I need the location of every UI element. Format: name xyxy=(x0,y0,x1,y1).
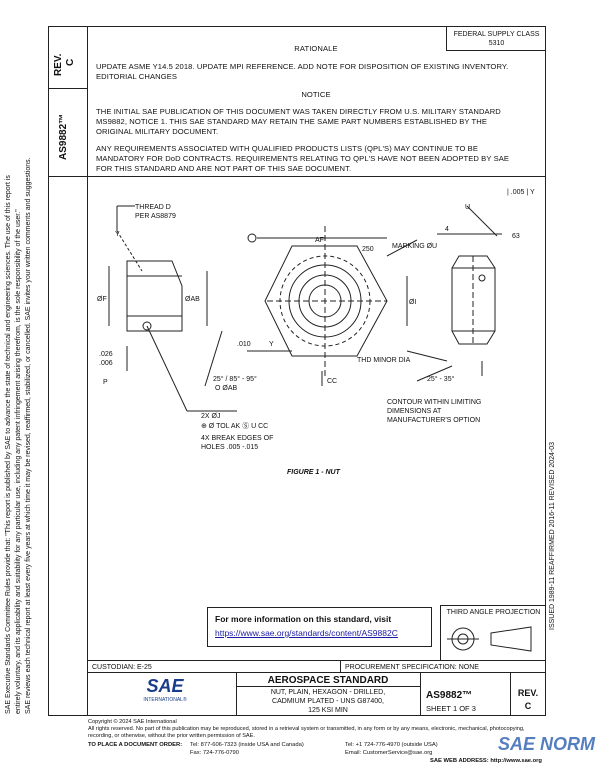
ab-label: O ØAB xyxy=(215,385,238,392)
thread-label: THREAD D xyxy=(135,204,171,211)
desc-line-2: CADMIUM PLATED - UNS G87400, xyxy=(272,698,384,705)
disclaimer-line-3: SAE reviews each technical report at lea… xyxy=(25,157,32,714)
footer-web: SAE WEB ADDRESS: http://www.sae.org xyxy=(430,758,542,764)
notice-p2-line-3: FOR THIS STANDARD AND ARE NOT PART OF TH… xyxy=(96,164,352,173)
desc-line-1: NUT, PLAIN, HEXAGON - DRILLED, xyxy=(270,689,386,696)
notice-p1-line-1: THE INITIAL SAE PUBLICATION OF THIS DOCU… xyxy=(96,107,501,116)
thread-ref: PER AS8879 xyxy=(135,213,176,220)
contour-line-3: MANUFACTURER'S OPTION xyxy=(387,417,480,424)
break-holes: HOLES .005 -.015 xyxy=(201,444,258,451)
tb-doc-number: AS9882™ xyxy=(426,690,473,701)
fsc-number: 5310 xyxy=(488,40,505,47)
dim-ab: ØAB xyxy=(185,296,200,303)
angle-2535: 25° - 35° xyxy=(427,375,455,383)
surface-250: 250 xyxy=(362,246,374,253)
dim-010: .010 xyxy=(237,341,251,348)
revision-strip: ISSUED 1989-11 REAFFIRMED 2016-11 REVISE… xyxy=(549,441,556,630)
contour-line-2: DIMENSIONS AT xyxy=(387,408,442,415)
footer-fax: Fax: 724-776-0790 xyxy=(190,750,239,756)
footer-rights: All rights reserved. No part of this pub… xyxy=(88,726,525,732)
sae-logo-text: SAE xyxy=(146,676,184,696)
flatness-callout: | .005 | Y xyxy=(507,189,535,196)
nut-edge-view xyxy=(451,255,496,345)
angle-label: 25° / 85° - 95° xyxy=(213,375,257,383)
fcf-holes: ⊕ Ø TOL AK Ⓢ U CC xyxy=(201,422,268,430)
marking-label: MARKING ØU xyxy=(392,243,437,250)
nut-drawing: THREAD D PER AS8879 Y ØF ØAB .026 .006 P… xyxy=(97,189,535,476)
left-column xyxy=(48,26,87,716)
datum-y-label: Y xyxy=(115,231,120,238)
custodian: CUSTODIAN: E-25 xyxy=(92,664,152,671)
disclaimer-line-1: SAE Executive Standards Committee Rules … xyxy=(5,175,12,714)
footer-rights-2: recording, or otherwise, without the pri… xyxy=(88,733,255,739)
notice-p2-line-2: MANDATORY FOR DoD CONTRACTS. REQUIREMENT… xyxy=(96,154,510,163)
projection-box: THIRD ANGLE PROJECTION xyxy=(440,605,546,660)
dim-4: 4 xyxy=(445,226,449,233)
aero-title: AEROSPACE STANDARD xyxy=(267,675,389,686)
info-box: For more information on this standard, v… xyxy=(207,607,432,647)
procurement: PROCUREMENT SPECIFICATION: NONE xyxy=(345,664,479,671)
notice-p1-line-3: ORIGINAL MILITARY DOCUMENT. xyxy=(96,127,219,136)
dim-i: ØI xyxy=(409,299,416,306)
info-link[interactable]: https://www.sae.org/standards/content/AS… xyxy=(215,628,398,638)
notice-heading: NOTICE xyxy=(301,90,331,99)
datum-p: P xyxy=(103,379,108,386)
fsc-box: FEDERAL SUPPLY CLASS 5310 xyxy=(446,26,546,51)
hex-outline xyxy=(264,245,388,357)
break-edges: 4X BREAK EDGES OF xyxy=(201,435,273,442)
drawing-frame xyxy=(87,26,546,716)
footer-copyright: Copyright © 2024 SAE International xyxy=(88,719,177,725)
rationale-line-2: EDITORIAL CHANGES xyxy=(96,72,178,81)
dim-026: .026 xyxy=(99,351,113,358)
sidebar-rev-value: C xyxy=(65,58,76,66)
info-title: For more information on this standard, v… xyxy=(215,614,392,624)
datum-u: U xyxy=(465,204,470,211)
sidebar-rev-label: REV. xyxy=(53,53,64,76)
thd-minor: THD MINOR DIA xyxy=(357,357,411,364)
footer-order-label: TO PLACE A DOCUMENT ORDER: xyxy=(88,742,183,748)
surface-63: 63 xyxy=(512,233,520,240)
tb-rev-label: REV. xyxy=(517,688,539,698)
footer-email: Email: CustomerService@sae.org xyxy=(345,750,433,756)
nut-side-body xyxy=(126,260,183,332)
sae-logo-sub: INTERNATIONAL® xyxy=(143,697,187,703)
datum-cc: CC xyxy=(327,378,337,385)
rationale-heading: RATIONALE xyxy=(294,44,338,53)
contour-line-1: CONTOUR WITHIN LIMITING xyxy=(387,399,481,406)
sidebar-doc-number: AS9882™ xyxy=(58,113,69,160)
dim-y: Y xyxy=(269,341,274,348)
tb-rev-value: C xyxy=(524,701,532,711)
projection-symbol-icon xyxy=(447,626,532,652)
watermark: SAE NORM xyxy=(498,734,596,754)
holes-2x: 2X ØJ xyxy=(201,413,220,420)
dim-006: .006 xyxy=(99,360,113,367)
sae-logo: SAE INTERNATIONAL® xyxy=(140,676,190,703)
figure-caption: FIGURE 1 - NUT xyxy=(287,469,341,476)
dim-f: ØF xyxy=(97,296,107,303)
tb-sheet: SHEET 1 OF 3 xyxy=(426,704,476,713)
dim-af: AF xyxy=(315,237,324,244)
rationale-line-1: UPDATE ASME Y14.5 2018. UPDATE MPI REFER… xyxy=(96,62,509,71)
notice-p2-line-1: ANY REQUIREMENTS ASSOCIATED WITH QUALIFI… xyxy=(96,144,479,153)
desc-line-3: 125 KSI MIN xyxy=(308,707,348,714)
footer-tel1: Tel: 877-606-7323 (inside USA and Canada… xyxy=(190,742,304,748)
notice-p1-line-2: MS9882, NOTICE 1. THIS SAE STANDARD MAY … xyxy=(96,117,488,126)
disclaimer-line-2: entirely voluntary, and its applicabilit… xyxy=(15,209,22,714)
fsc-label: FEDERAL SUPPLY CLASS xyxy=(453,31,540,38)
footer-tel2: Tel: +1 724-776-4970 (outside USA) xyxy=(345,742,438,748)
projection-label: THIRD ANGLE PROJECTION xyxy=(446,609,541,616)
